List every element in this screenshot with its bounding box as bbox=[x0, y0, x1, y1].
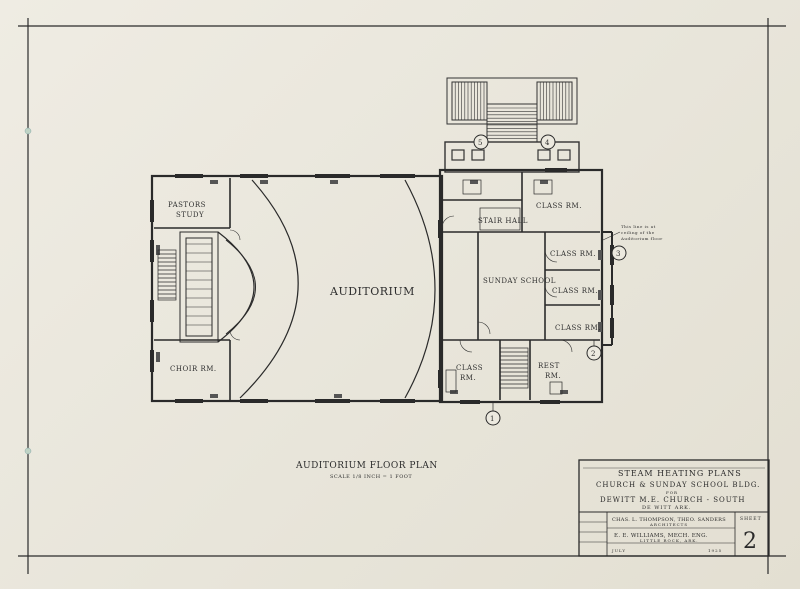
drawing-title: AUDITORIUM FLOOR PLAN bbox=[295, 461, 438, 471]
tb-line3: FOR bbox=[666, 490, 678, 495]
tb-firm3: E. E. WILLIAMS, MECH. ENG. bbox=[614, 533, 708, 539]
binding-holes bbox=[24, 127, 32, 455]
tb-firm4: LITTLE ROCK, ARK. bbox=[640, 538, 699, 543]
ceiling-note-leader bbox=[602, 231, 621, 241]
auditorium-arcs bbox=[239, 179, 436, 399]
rostrum bbox=[179, 231, 256, 343]
room-label-class-1: CLASS RM. bbox=[550, 250, 596, 258]
tb-sheet-label: SHEET bbox=[740, 516, 762, 522]
tb-date-left: JULY bbox=[611, 548, 626, 553]
tb-line5: DE WITT ARK. bbox=[642, 505, 691, 511]
room-label-pastors-study-1: PASTORS bbox=[168, 201, 206, 209]
drawing-scale: SCALE 1/8 INCH = 1 FOOT bbox=[330, 474, 412, 480]
room-label-rest-1: REST bbox=[538, 362, 560, 370]
room-label-class-top: CLASS RM. bbox=[536, 202, 582, 210]
riser-markers bbox=[473, 134, 627, 426]
room-label-auditorium: AUDITORIUM bbox=[329, 285, 415, 298]
room-label-sunday-school: SUNDAY SCHOOL bbox=[483, 277, 556, 285]
riser-number-1: 1 bbox=[490, 415, 495, 423]
tb-line2: CHURCH & SUNDAY SCHOOL BLDG. bbox=[596, 481, 760, 489]
ceiling-note-3: Auditorium floor bbox=[620, 236, 663, 241]
tb-date-right: 1925 bbox=[708, 548, 722, 553]
hall-stairs bbox=[445, 179, 563, 395]
room-label-class-2: CLASS RM. bbox=[552, 287, 598, 295]
room-label-choir: CHOIR RM. bbox=[170, 365, 217, 373]
room-label-class-bottom-1: CLASS bbox=[456, 364, 483, 372]
side-stair bbox=[157, 249, 177, 301]
ceiling-note-2: ceiling of the bbox=[621, 230, 655, 235]
room-label-pastors-study-2: STUDY bbox=[176, 211, 204, 219]
ceiling-note-1: This line is at bbox=[621, 224, 656, 229]
title-block bbox=[578, 459, 770, 557]
room-label-stair-hall: STAIR HALL bbox=[478, 217, 528, 225]
tb-firm1: CHAS. L. THOMPSON, THEO. SANDERS bbox=[612, 517, 726, 523]
tb-line1: STEAM HEATING PLANS bbox=[618, 469, 742, 478]
door-swings bbox=[229, 215, 573, 353]
room-label-rest-2: RM. bbox=[545, 372, 561, 380]
riser-number-2: 2 bbox=[591, 350, 596, 358]
entrance-steps bbox=[444, 77, 580, 173]
riser-number-3: 3 bbox=[616, 250, 621, 258]
tb-line4: DEWITT M.E. CHURCH - SOUTH bbox=[600, 496, 745, 504]
room-label-class-3: CLASS RM. bbox=[555, 324, 601, 332]
room-label-class-bottom-2: RM. bbox=[460, 374, 476, 382]
riser-number-5: 5 bbox=[478, 139, 483, 147]
riser-number-4: 4 bbox=[545, 139, 550, 147]
tb-firm2: ARCHITECTS bbox=[649, 522, 688, 527]
windows bbox=[150, 168, 614, 404]
tb-sheet-number: 2 bbox=[743, 529, 758, 554]
